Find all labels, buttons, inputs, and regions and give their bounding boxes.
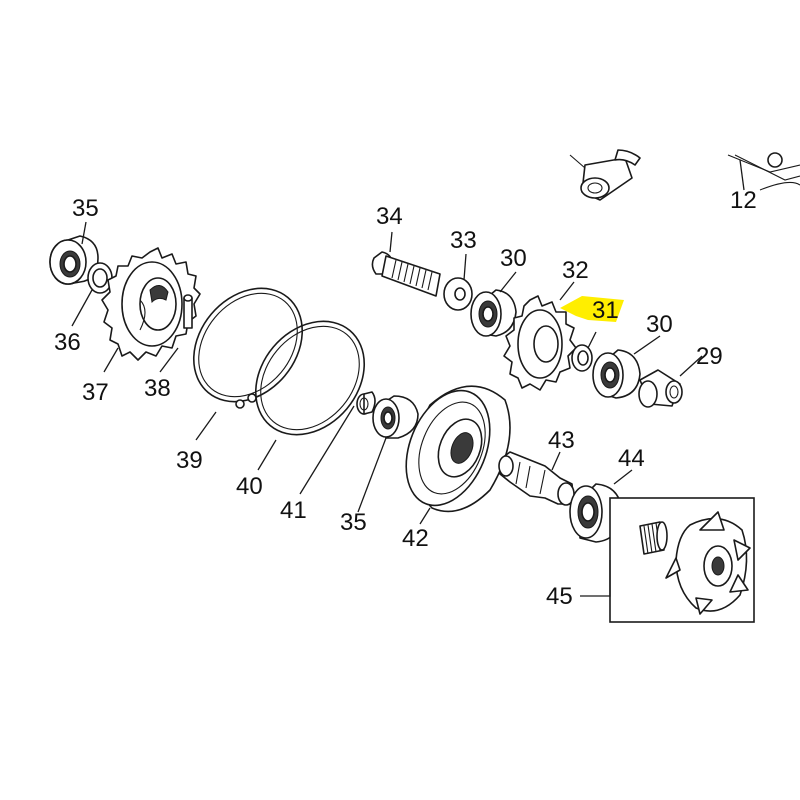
callout-31: 31 bbox=[592, 297, 619, 324]
bearing-30-lower bbox=[592, 349, 641, 399]
part-12-fragment bbox=[727, 152, 800, 191]
bearing-35-left bbox=[49, 235, 99, 285]
callout-12: 12 bbox=[730, 187, 757, 214]
bearing-30-upper bbox=[470, 289, 517, 337]
washer-31 bbox=[571, 344, 593, 372]
callout-35-left: 35 bbox=[72, 195, 99, 222]
callout-34: 34 bbox=[376, 203, 403, 230]
callout-44: 44 bbox=[618, 445, 645, 472]
impeller bbox=[665, 511, 751, 615]
bush-29 bbox=[638, 369, 683, 408]
o-ring-40 bbox=[254, 320, 366, 436]
gear-37 bbox=[101, 247, 201, 361]
circlip-39 bbox=[192, 287, 304, 409]
leader-lines bbox=[71, 159, 745, 597]
callout-32: 32 bbox=[562, 257, 589, 284]
callout-39: 39 bbox=[176, 447, 203, 474]
bolt-34 bbox=[371, 251, 441, 297]
seal-41 bbox=[356, 391, 376, 415]
callout-30-lower: 30 bbox=[646, 311, 673, 338]
gear-32 bbox=[503, 295, 577, 391]
callout-33: 33 bbox=[450, 227, 477, 254]
callout-37: 37 bbox=[82, 379, 109, 406]
callout-30-upper: 30 bbox=[500, 245, 527, 272]
washer-36 bbox=[87, 262, 113, 294]
impeller-box-45 bbox=[609, 497, 755, 623]
callout-43: 43 bbox=[548, 427, 575, 454]
callout-29: 29 bbox=[696, 343, 723, 370]
washer-33 bbox=[443, 277, 473, 311]
callout-40: 40 bbox=[236, 473, 263, 500]
shaft-43 bbox=[498, 451, 575, 506]
callout-38: 38 bbox=[144, 375, 171, 402]
pulley-42 bbox=[405, 385, 511, 513]
highlight-arrow bbox=[560, 296, 624, 322]
screw-fragment bbox=[569, 149, 641, 201]
needle-bearing bbox=[639, 521, 668, 555]
callout-42: 42 bbox=[402, 525, 429, 552]
callout-labels: 35 36 37 38 39 40 41 35 42 34 33 30 32 3… bbox=[54, 187, 757, 610]
callout-36: 36 bbox=[54, 329, 81, 356]
callout-41: 41 bbox=[280, 497, 307, 524]
callout-35-right: 35 bbox=[340, 509, 367, 536]
callout-45: 45 bbox=[546, 583, 573, 610]
bearing-35-right bbox=[372, 395, 419, 439]
pin-38 bbox=[183, 294, 193, 329]
